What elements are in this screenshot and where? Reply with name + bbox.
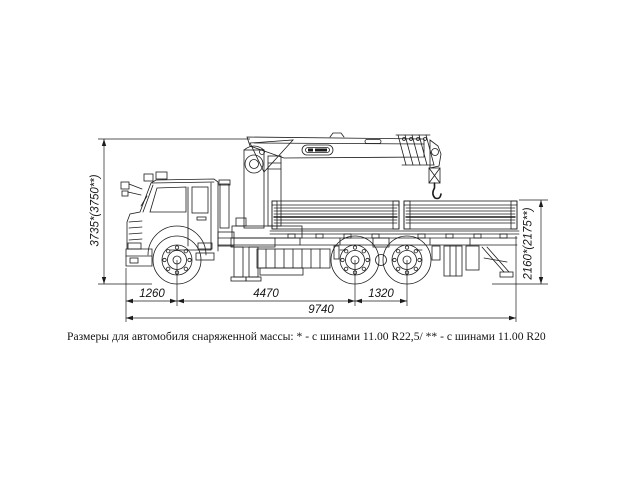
outrigger-legs — [230, 237, 276, 282]
truck-cab — [120, 171, 235, 267]
dim-length-overall: 9740 — [308, 304, 334, 316]
dim-wheelbase: 4470 — [253, 288, 279, 300]
dimension-lines — [98, 138, 548, 322]
quarter-window — [191, 186, 209, 214]
crane-logo-plate — [301, 144, 334, 156]
dimension-arrows — [101, 139, 544, 321]
crane-boom — [246, 132, 442, 200]
drawing-caption: Размеры для автомобиля снаряженной массы… — [67, 330, 546, 343]
dim-front-overhang: 1260 — [139, 288, 165, 300]
dim-height-overall: 3735*(3750**) — [89, 174, 102, 247]
crane-column — [231, 139, 303, 239]
telescopic-sections — [395, 134, 435, 166]
hook-icon — [428, 139, 442, 200]
rear-equipment — [431, 245, 514, 278]
platform-body — [269, 200, 520, 239]
door-window — [149, 186, 187, 213]
dim-height-platform: 2160*(2175**) — [522, 207, 535, 280]
side-mirror-icon — [120, 181, 143, 197]
dim-bogie-spacing: 1320 — [368, 288, 394, 300]
underbody-equipment — [256, 237, 423, 276]
